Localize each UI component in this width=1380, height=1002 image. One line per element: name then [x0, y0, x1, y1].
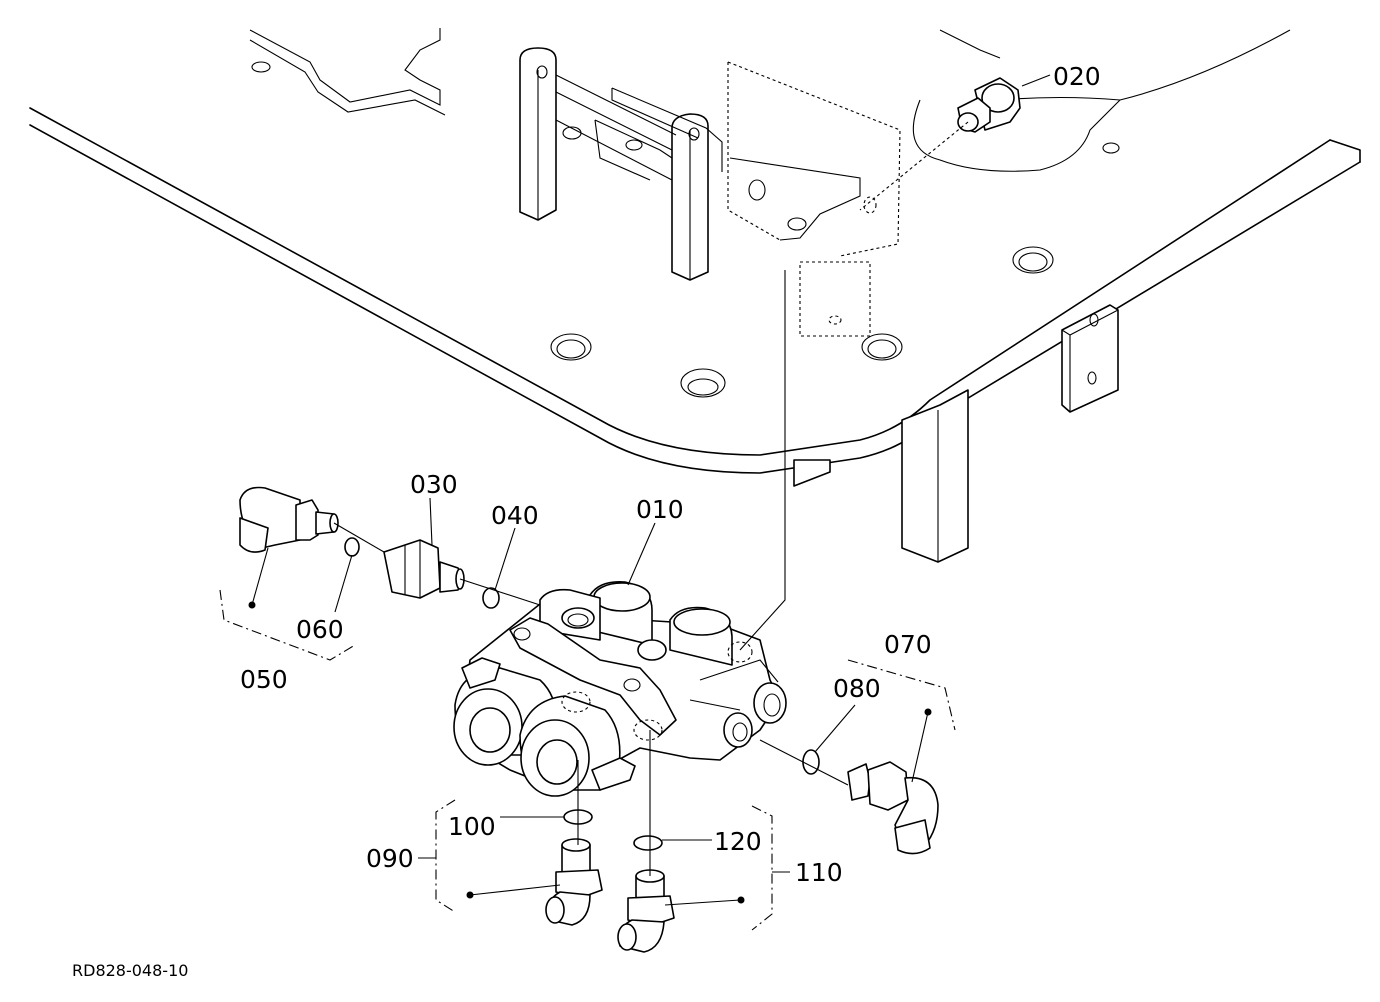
callout-090: 090 [366, 844, 414, 873]
callout-110: 110 [795, 858, 843, 887]
solenoid-valve-block [453, 580, 787, 797]
drawing-code: RD828-048-10 [72, 961, 188, 980]
callout-060: 060 [296, 615, 344, 644]
o-ring-120 [633, 835, 663, 851]
callout-040: 040 [491, 501, 539, 530]
o-ring-040 [482, 587, 500, 609]
elbow-fitting-110 [617, 869, 675, 953]
callout-100: 100 [448, 812, 496, 841]
leader-dots [248, 601, 932, 904]
assembly-brackets [219, 589, 956, 931]
adapter-030 [383, 539, 465, 599]
o-ring-080 [802, 749, 820, 775]
o-ring-060 [344, 537, 360, 557]
elbow-fitting-090 [545, 838, 603, 926]
plate-holes [251, 61, 1120, 398]
callout-120: 120 [714, 827, 762, 856]
callout-020: 020 [1053, 62, 1101, 91]
elbow-fitting-070 [847, 761, 939, 855]
callout-080: 080 [833, 674, 881, 703]
callout-010: 010 [636, 495, 684, 524]
elbow-fitting-050 [239, 486, 339, 553]
callout-070: 070 [884, 630, 932, 659]
callout-050: 050 [240, 665, 288, 694]
callout-030: 030 [410, 470, 458, 499]
callout-labels: 010 020 030 040 050 060 070 080 090 100 … [72, 62, 1101, 980]
fitting-020 [957, 77, 1021, 133]
assembly-lines [251, 74, 1051, 906]
brackets [519, 47, 1119, 563]
